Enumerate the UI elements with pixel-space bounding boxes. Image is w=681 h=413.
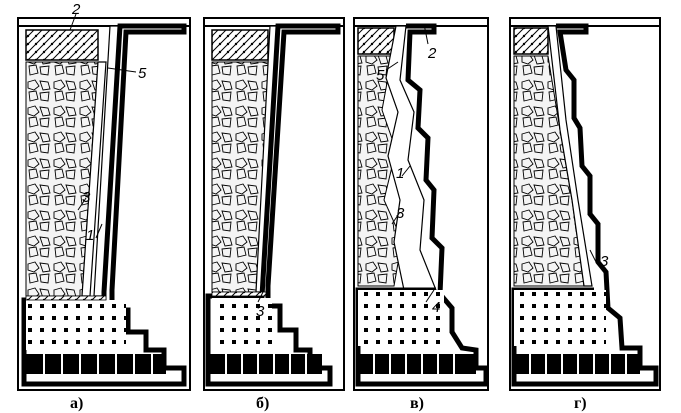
panel-a-leader-3	[77, 197, 87, 211]
panel-a-wall-outline	[21, 23, 187, 387]
panel-v-label-4: 4	[432, 299, 440, 316]
panel-v-leader-4	[425, 289, 435, 303]
panel-a: 2 5 3 1 а)	[17, 1, 191, 412]
panel-a-leader-5	[107, 67, 137, 73]
panel-v-wall-outline	[355, 23, 489, 387]
panel-v-leader-2	[423, 23, 429, 45]
panel-b-wall-outline	[205, 23, 341, 387]
panel-b-base-grid	[212, 298, 272, 350]
panel-a-label-1: 1	[86, 227, 94, 244]
panel-a-leader-2	[69, 13, 77, 31]
panel-b-label-3: 3	[256, 303, 265, 320]
panel-b-foundation-blocks	[210, 354, 322, 374]
panel-a-label-3: 3	[82, 189, 91, 206]
panel-g-crown-fill	[513, 27, 549, 55]
panel-a-foundation-blocks	[26, 354, 166, 374]
panel-v-leader-5	[385, 61, 399, 71]
panel-a-base-grid	[26, 300, 126, 350]
panel-v: 2 5 1 3 4 в)	[353, 17, 489, 412]
panel-v-caption: в)	[410, 395, 424, 412]
panel-g-base-grid	[514, 290, 606, 346]
panel-b-sill-hatch	[211, 291, 267, 297]
panel-a-leader-1	[95, 223, 103, 239]
panel-g-foundation-blocks	[514, 354, 640, 374]
panel-g-leader-3	[589, 249, 597, 263]
panel-b-caption: б)	[256, 395, 269, 412]
panel-b: 3 б)	[203, 17, 345, 412]
panel-g-label-3: 3	[600, 253, 609, 270]
panel-v-label-3: 3	[396, 205, 405, 222]
panel-v-leader-3	[391, 211, 401, 225]
panel-a-label-2: 2	[71, 1, 81, 18]
panel-a-label-5: 5	[138, 65, 147, 82]
panel-v-base-grid	[358, 290, 444, 346]
panel-v-label-5: 5	[376, 67, 385, 84]
panel-g: 3 г)	[509, 17, 661, 412]
panel-v-label-2: 2	[427, 45, 437, 62]
panel-v-label-1: 1	[396, 165, 404, 182]
panel-g-wall-body	[547, 25, 593, 287]
panel-b-leader-3	[257, 289, 265, 303]
panel-a-caption: а)	[70, 395, 83, 412]
panel-g-caption: г)	[574, 395, 587, 412]
panel-v-foundation-blocks	[358, 354, 476, 374]
panel-v-crown-fill	[357, 27, 395, 55]
panel-b-crown-fill	[211, 29, 269, 61]
panel-v-leader-1	[401, 165, 411, 177]
panel-a-crown-fill	[25, 29, 99, 61]
panel-a-sill-hatch	[25, 295, 107, 301]
panel-g-wall-outline	[511, 23, 659, 387]
panel-a-top-bar	[17, 17, 191, 27]
